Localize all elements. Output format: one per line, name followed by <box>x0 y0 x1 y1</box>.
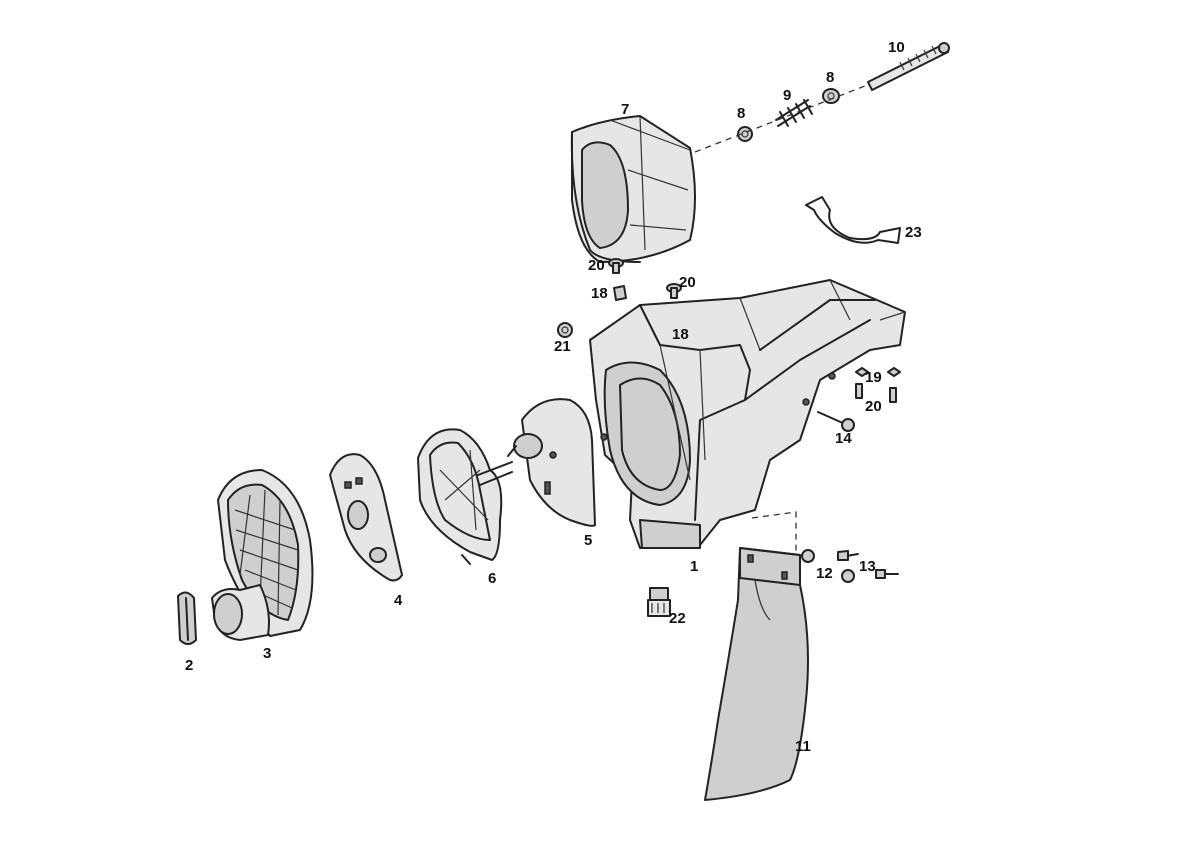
label-21: 21 <box>554 338 571 355</box>
part-21-nut <box>557 322 573 338</box>
label-20-middle: 20 <box>679 274 696 291</box>
label-23: 23 <box>905 224 922 241</box>
part-14-bolt <box>817 411 855 432</box>
part-13-bolts <box>837 550 899 579</box>
part-6-filter-element <box>417 428 513 565</box>
part-18-clip-a <box>613 285 627 301</box>
label-18-right: 18 <box>672 326 689 343</box>
label-22: 22 <box>669 610 686 627</box>
label-2: 2 <box>185 657 193 674</box>
label-20-right: 20 <box>865 398 882 415</box>
label-7: 7 <box>621 101 629 118</box>
label-14: 14 <box>835 430 852 447</box>
label-19: 19 <box>865 369 882 386</box>
assembly-axis-line <box>694 83 871 153</box>
part-5-baffle-plate <box>507 398 596 527</box>
label-6: 6 <box>488 570 496 587</box>
part-12-nuts <box>801 549 855 583</box>
label-1: 1 <box>690 558 698 575</box>
label-13: 13 <box>859 558 876 575</box>
part-23-bracket <box>805 196 901 244</box>
part-22-drain <box>647 587 671 617</box>
part-11-mudguard <box>704 511 809 801</box>
part-3-intake-box <box>211 469 314 641</box>
label-8-right: 8 <box>826 69 834 86</box>
part-7-filter-cover <box>570 115 696 263</box>
label-5: 5 <box>584 532 592 549</box>
part-8-washer-left <box>737 126 753 142</box>
part-20-screw-a <box>608 258 624 274</box>
label-10: 10 <box>888 39 905 56</box>
label-12: 12 <box>816 565 833 582</box>
label-9: 9 <box>783 87 791 104</box>
label-4: 4 <box>394 592 403 609</box>
part-19-clips <box>855 367 901 377</box>
part-2-clamp <box>177 591 197 645</box>
label-8-left: 8 <box>737 105 745 122</box>
part-9-spring <box>775 99 813 127</box>
part-1-airbox-housing <box>589 279 906 549</box>
label-3: 3 <box>263 645 271 662</box>
part-10-long-bolt <box>867 42 950 91</box>
label-11: 11 <box>795 738 811 755</box>
part-20-screw-b <box>666 283 682 299</box>
label-20-top: 20 <box>588 257 605 274</box>
part-20-screws-c <box>855 383 897 403</box>
part-8-washer-right <box>822 88 840 104</box>
label-18-left: 18 <box>591 285 608 302</box>
part-4-plate <box>329 453 403 582</box>
